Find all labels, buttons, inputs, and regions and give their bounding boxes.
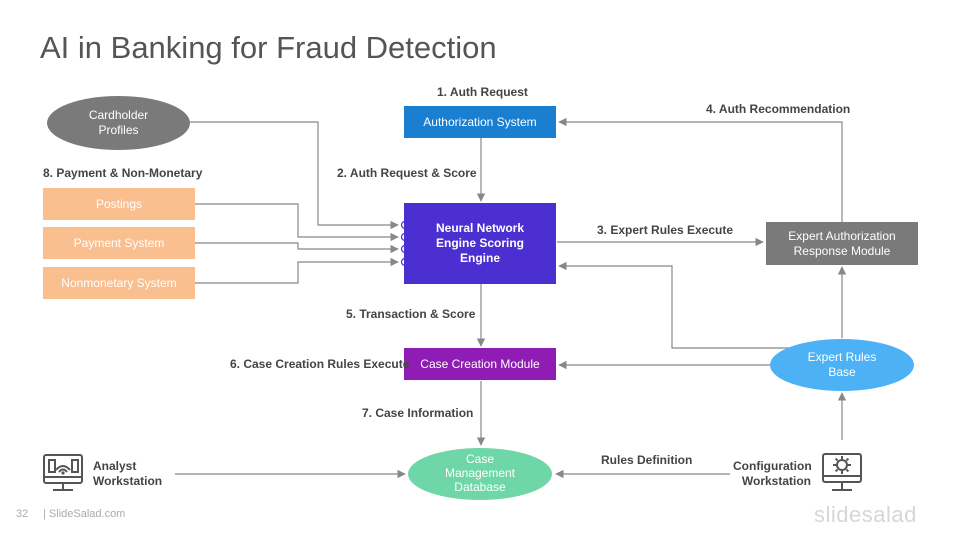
case-management-database-node: Case Management Database xyxy=(408,448,552,500)
label-case-creation-rules: 6. Case Creation Rules Execute xyxy=(230,357,410,371)
edge-payment-neural xyxy=(195,242,399,254)
configuration-workstation-icon xyxy=(822,453,862,491)
authorization-system-node: Authorization System xyxy=(404,106,556,138)
edge-cardholder-neural xyxy=(190,121,399,230)
label-transaction-score: 5. Transaction & Score xyxy=(346,307,476,321)
neural-network-engine-node: Neural Network Engine Scoring Engine xyxy=(404,203,556,284)
expert-rules-base-node: Expert Rules Base xyxy=(770,339,914,391)
edge-expert-auth-authorization xyxy=(558,117,843,222)
cardholder-profiles-node: Cardholder Profiles xyxy=(47,96,190,150)
label-auth-request: 1. Auth Request xyxy=(437,85,528,99)
edge-postings-neural xyxy=(195,203,399,242)
label-auth-recommendation: 4. Auth Recommendation xyxy=(706,102,851,116)
configuration-workstation-label: Configuration Workstation xyxy=(733,459,812,488)
analyst-workstation-label: Analyst Workstation xyxy=(93,459,163,488)
postings-node: Postings xyxy=(43,188,195,220)
label-auth-request-score: 2. Auth Request & Score xyxy=(337,166,477,180)
edge-expert-rules-neural xyxy=(558,261,790,349)
footer-site: | SlideSalad.com xyxy=(43,508,126,520)
label-payment-nonmonetary: 8. Payment & Non-Monetary xyxy=(43,166,203,180)
label-expert-rules-execute: 3. Expert Rules Execute xyxy=(597,223,734,237)
label-case-information: 7. Case Information xyxy=(362,406,474,420)
page-number: 32 xyxy=(16,508,29,520)
expert-authorization-node: Expert Authorization Response Module xyxy=(766,222,918,265)
payment-system-node: Payment System xyxy=(43,227,195,259)
brand-logo: slidesalad xyxy=(814,502,917,527)
edge-nonmonetary-neural xyxy=(195,257,399,284)
page-title: AI in Banking for Fraud Detection xyxy=(40,30,497,65)
nonmonetary-system-node: Nonmonetary System xyxy=(43,267,195,299)
analyst-workstation-icon xyxy=(43,454,83,491)
label-rules-definition: Rules Definition xyxy=(601,453,693,467)
case-creation-module-node: Case Creation Module xyxy=(404,348,556,380)
